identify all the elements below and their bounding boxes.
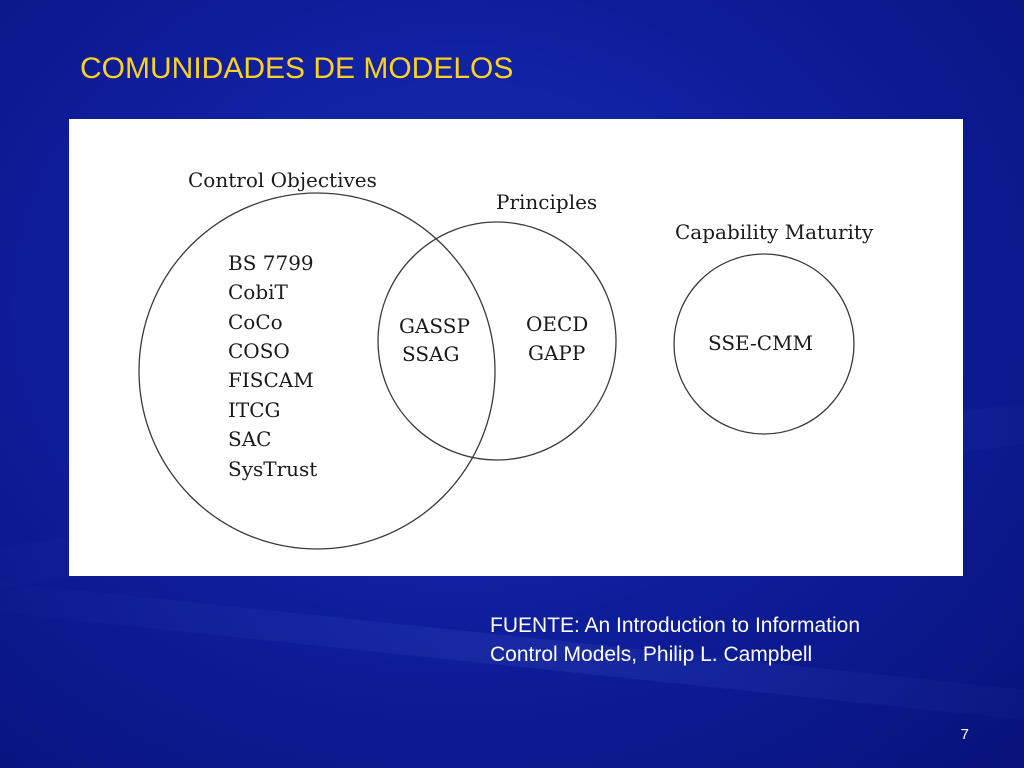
source-note-line: FUENTE: An Introduction to Information xyxy=(490,614,861,637)
list-item: BS 7799 xyxy=(228,251,314,275)
list-item: CoCo xyxy=(228,310,283,334)
control-objectives-label: Control Objectives xyxy=(188,168,377,192)
page-number: 7 xyxy=(960,726,969,743)
list-item: COSO xyxy=(228,339,290,363)
control-objectives-items: BS 7799 CobiT CoCo COSO FISCAM ITCG SAC … xyxy=(228,251,317,481)
list-item: GASSP xyxy=(399,314,470,338)
principles-label: Principles xyxy=(496,190,597,214)
source-note-line: Control Models, Philip L. Campbell xyxy=(490,643,813,666)
capability-maturity-label: Capability Maturity xyxy=(675,220,874,244)
diagram-panel: Control Objectives Principles Capability… xyxy=(69,119,963,576)
list-item: SAC xyxy=(228,427,271,451)
list-item: GAPP xyxy=(528,341,585,365)
control-objectives-circle xyxy=(138,192,496,550)
overlap-items: GASSP SSAG xyxy=(399,314,470,366)
principles-items: OECD GAPP xyxy=(526,312,588,365)
list-item: FISCAM xyxy=(228,368,314,392)
principles-circle xyxy=(377,221,617,461)
list-item: SSE-CMM xyxy=(708,331,813,355)
list-item: CobiT xyxy=(228,280,289,304)
capability-maturity-circle xyxy=(673,253,855,435)
list-item: ITCG xyxy=(228,398,281,422)
list-item: SysTrust xyxy=(228,457,317,481)
list-item: OECD xyxy=(526,312,588,336)
list-item: SSAG xyxy=(402,342,459,366)
capability-maturity-items: SSE-CMM xyxy=(708,331,813,355)
slide-title: COMUNIDADES DE MODELOS xyxy=(80,52,514,85)
venn-diagram: Control Objectives Principles Capability… xyxy=(138,168,874,550)
source-note: FUENTE: An Introduction to Information C… xyxy=(490,611,960,669)
